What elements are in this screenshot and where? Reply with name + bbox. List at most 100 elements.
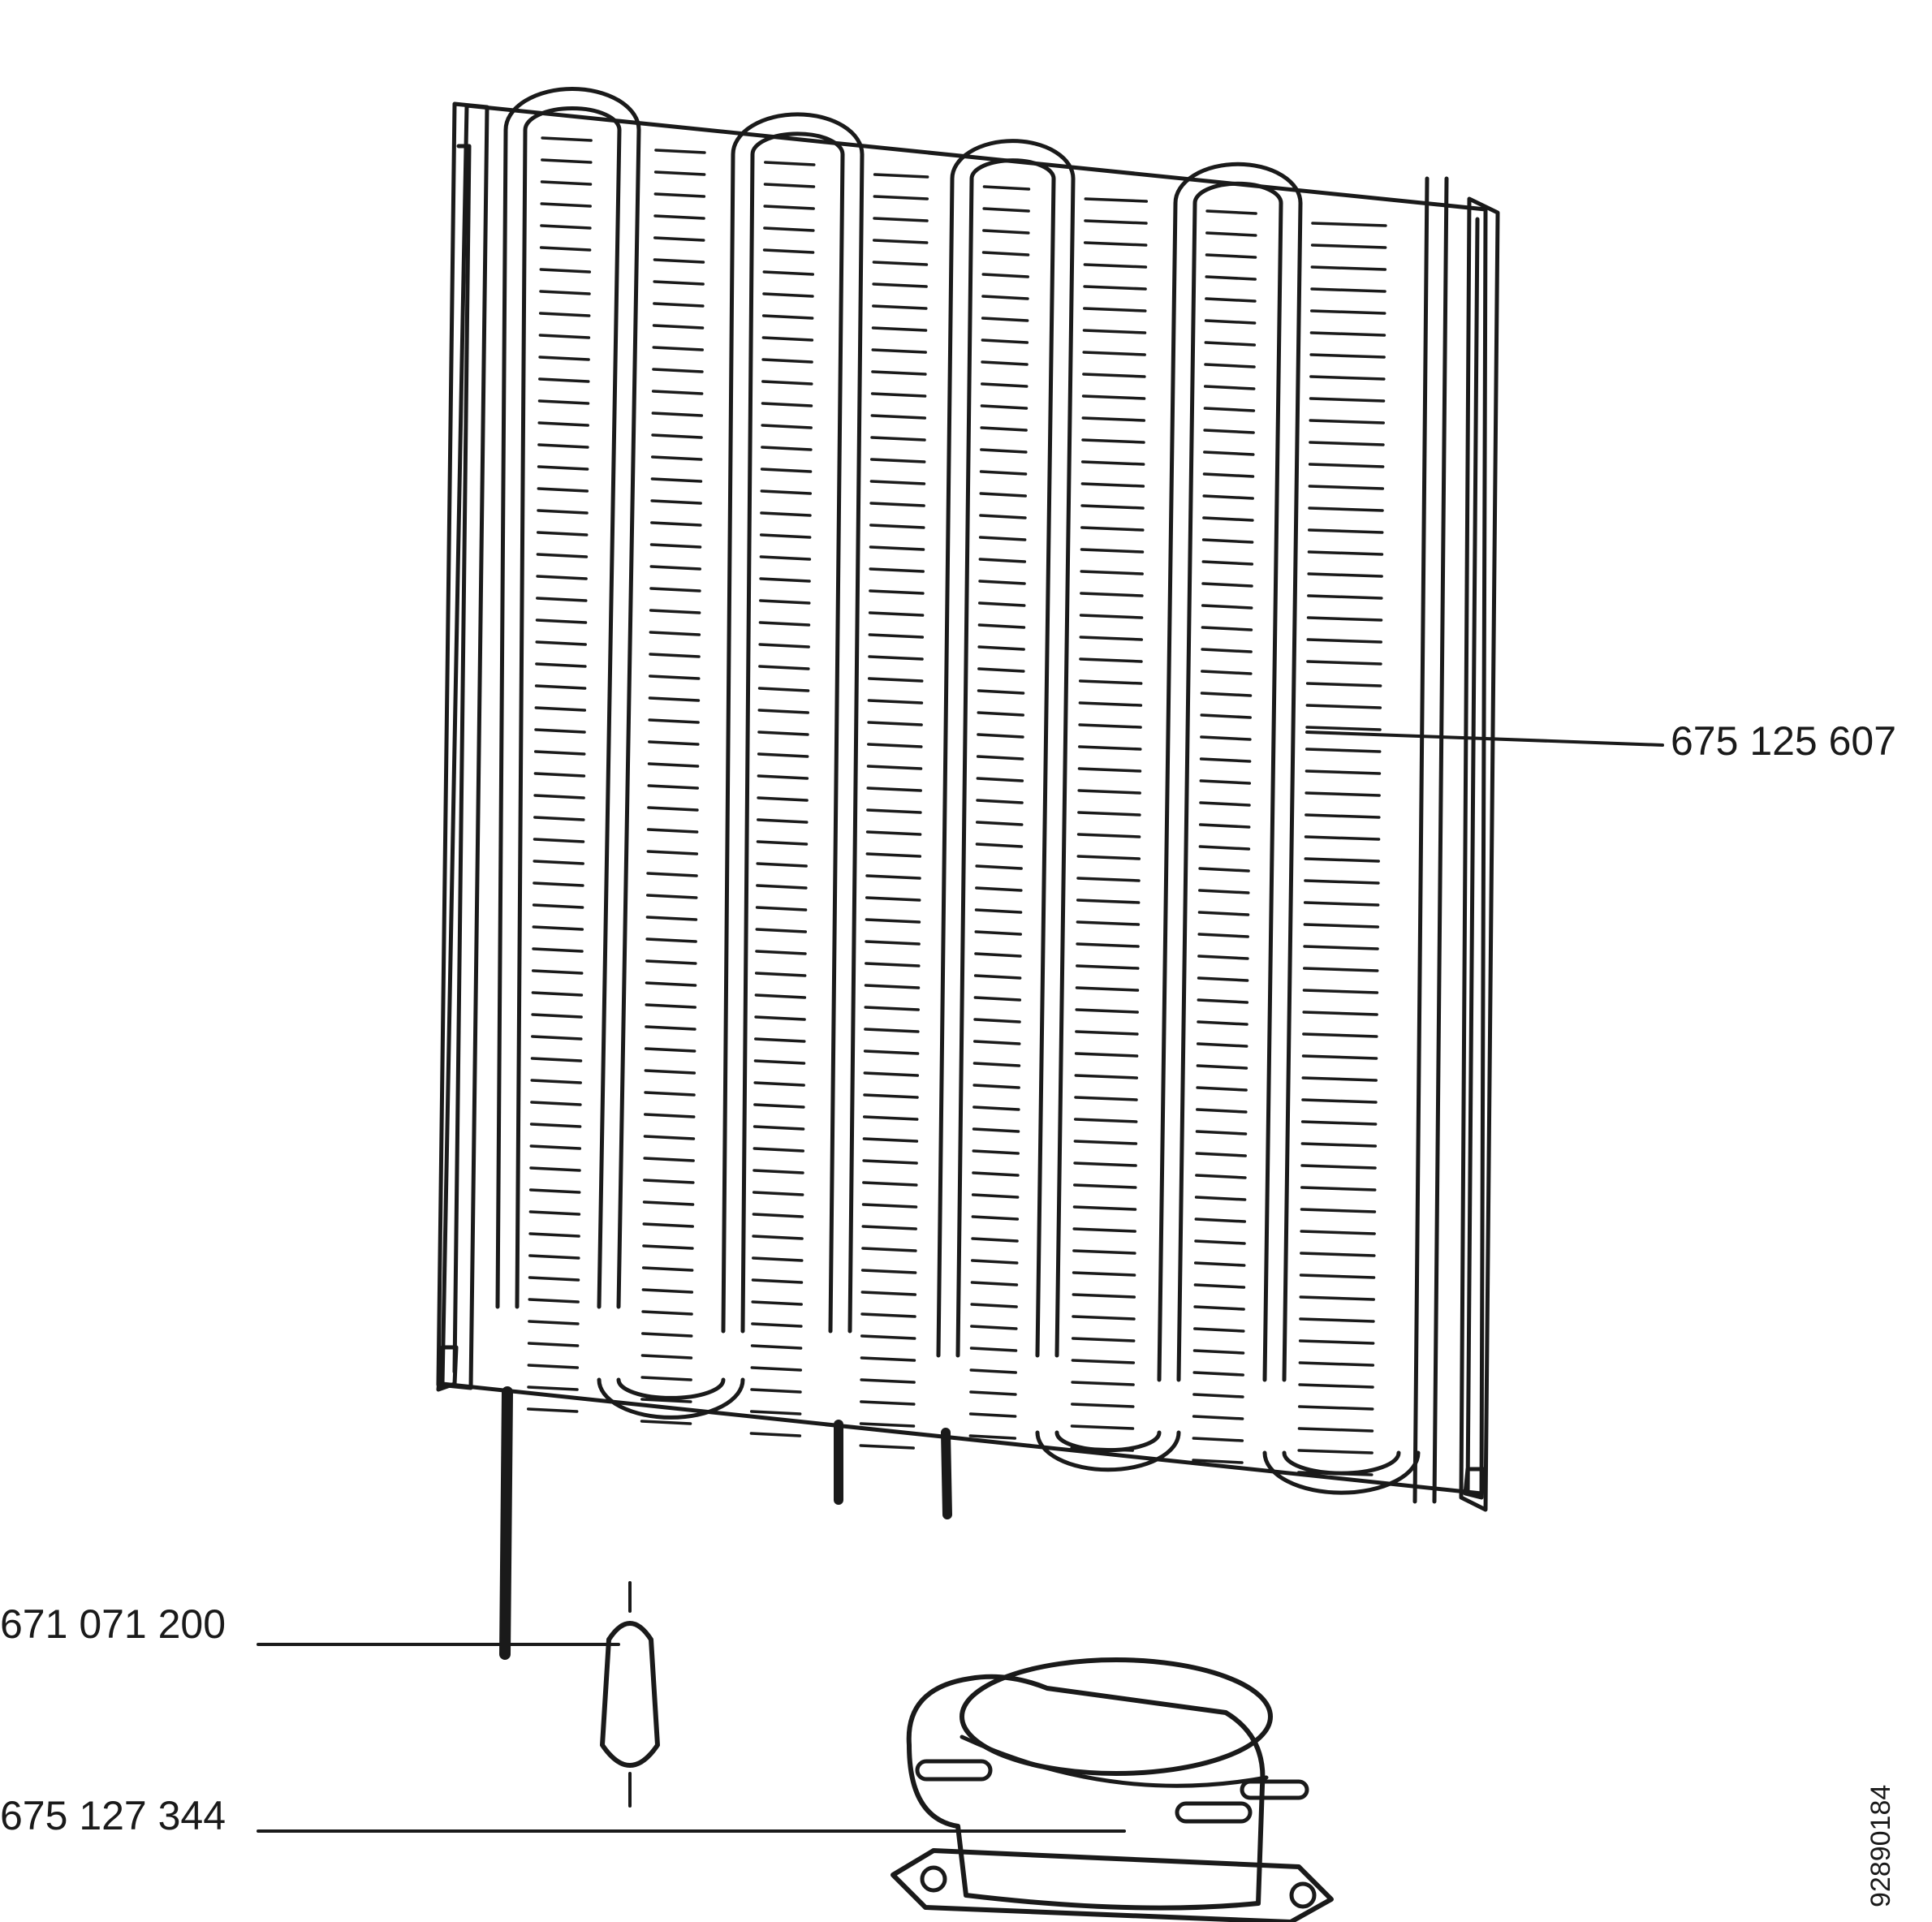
fin-wire <box>1071 1337 1136 1342</box>
fin-wire <box>864 1006 920 1011</box>
fin-wire <box>971 1193 1020 1199</box>
fin-wire <box>1301 1098 1378 1104</box>
fin-wire <box>532 947 584 953</box>
fin-wire <box>1203 450 1255 456</box>
tube-end-left <box>499 1386 513 1660</box>
fin-wire <box>531 1035 583 1041</box>
fin-wire <box>641 1310 693 1316</box>
fin-wire <box>1200 735 1252 741</box>
fin-wire <box>1196 1108 1248 1114</box>
fin-wire <box>1197 1020 1248 1026</box>
condenser-left-rail <box>436 101 489 1390</box>
compressor-band <box>960 1735 1269 1788</box>
fin-wire <box>1205 253 1257 259</box>
fin-wire <box>1197 933 1249 938</box>
fin-wire <box>863 1049 920 1055</box>
tube-loop-top <box>515 106 622 1309</box>
fin-wire <box>648 718 700 724</box>
fin-wire <box>528 1276 580 1282</box>
fin-wire <box>754 972 807 977</box>
fin-wire <box>972 1084 1020 1089</box>
fin-wire <box>763 226 815 232</box>
fin-wire <box>1198 889 1250 894</box>
fin-wire <box>1305 791 1381 797</box>
fin-wire <box>538 356 590 361</box>
fin-wire <box>754 1037 806 1043</box>
fin-wire <box>1192 1349 1245 1355</box>
fin-wire <box>1192 1415 1244 1420</box>
fin-wire <box>970 1281 1019 1286</box>
fin-wire <box>1078 679 1143 685</box>
fin-wire <box>1307 528 1384 534</box>
fin-wire <box>1297 1471 1374 1476</box>
tube-loop-bottom <box>597 1377 745 1420</box>
fin-wire <box>761 336 814 342</box>
fin-wire <box>1302 1011 1378 1016</box>
fin-wire <box>1304 879 1380 885</box>
fin-wire <box>649 543 702 549</box>
fin-wire <box>869 567 925 573</box>
fin-wire <box>1310 287 1386 293</box>
fin-wire <box>969 1390 1017 1396</box>
leader-line-condenser <box>1305 730 1664 747</box>
fin-wire <box>761 314 814 320</box>
fin-wire <box>1071 1381 1135 1386</box>
fin-wire <box>1301 1076 1378 1082</box>
fin-wire <box>1306 616 1383 622</box>
fin-wire <box>1197 976 1249 982</box>
fin-wire <box>757 818 809 824</box>
tube-loop-bottom <box>1282 1450 1401 1476</box>
fin-wire <box>1300 1230 1376 1235</box>
fin-wire <box>1297 1449 1374 1454</box>
fin-wire <box>537 487 589 493</box>
fin-wire <box>1305 748 1382 753</box>
fin-wire <box>981 295 1029 300</box>
fin-wire <box>1204 319 1257 325</box>
fin-wire <box>1298 1339 1375 1345</box>
fin-wire <box>973 974 1022 980</box>
fin-wire <box>1203 429 1255 434</box>
fin-wire <box>1080 548 1145 554</box>
fin-wire <box>1205 275 1257 281</box>
fin-wire <box>860 1269 917 1274</box>
fin-wire <box>871 348 927 354</box>
fin-wire <box>1078 745 1142 751</box>
fin-wire <box>755 906 808 911</box>
fin-wire <box>1303 945 1379 950</box>
fin-wire <box>541 136 593 142</box>
fin-wire <box>969 1368 1017 1374</box>
fin-wire <box>645 959 697 965</box>
fin-wire <box>1299 1317 1375 1323</box>
fin-wire <box>1193 1327 1245 1333</box>
fin-wire <box>1080 592 1144 597</box>
fin-wire <box>650 477 703 483</box>
fin-wire <box>972 1062 1021 1067</box>
fin-wire <box>1193 1283 1246 1289</box>
fin-wire <box>1192 1459 1244 1464</box>
tube-loop-top <box>740 131 845 1334</box>
fin-wire <box>645 916 698 921</box>
fin-wire <box>653 192 706 198</box>
fin-wire <box>540 202 592 208</box>
fin-wire <box>872 261 929 266</box>
fin-wire <box>978 558 1027 563</box>
fin-wire <box>1303 901 1380 907</box>
fin-wire <box>1082 351 1146 356</box>
fin-wire <box>752 1213 804 1218</box>
fin-wire <box>535 662 587 668</box>
fin-wire <box>755 950 807 955</box>
fin-wire <box>1202 516 1254 522</box>
fin-wire <box>652 346 704 351</box>
fin-wire <box>862 1115 919 1121</box>
fin-wire <box>861 1203 918 1209</box>
fin-wire <box>757 774 809 780</box>
fin-wire <box>642 1244 694 1250</box>
fin-wire <box>1305 704 1382 709</box>
fin-wire <box>1300 1252 1376 1257</box>
fin-wire <box>749 1410 802 1416</box>
fin-wire <box>982 207 1030 213</box>
fin-wire <box>533 860 584 865</box>
fin-wire <box>755 928 808 933</box>
fin-wire <box>758 643 810 649</box>
fin-wire <box>863 1093 919 1099</box>
